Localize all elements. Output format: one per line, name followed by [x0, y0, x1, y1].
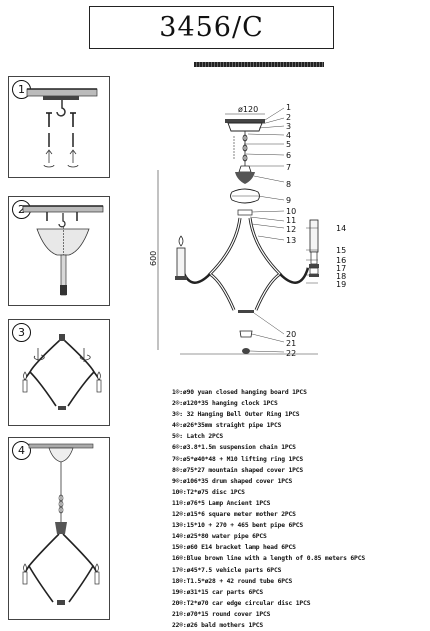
frame-arms [207, 217, 283, 311]
step-4-number: 4 [12, 441, 31, 460]
frame-bottom-cap [58, 406, 66, 410]
parts-list-item: 21®:ø70*15 round cover 1PCS [172, 610, 271, 618]
screw-icon [46, 112, 76, 127]
step-1-panel: 1 [8, 76, 110, 178]
hook-icon [58, 213, 66, 228]
header-divider [194, 62, 324, 67]
callout-14: 14 [336, 224, 346, 233]
chain-links [58, 494, 64, 514]
candle-right [309, 219, 319, 277]
ceiling-slab [22, 205, 104, 213]
parts-list-item: 10®:T2*ø75 disc 1PCS [172, 488, 245, 496]
parts-list-item: 16®:Blue brown line with a length of 0.8… [172, 555, 365, 563]
parts-list-item: 1®:ø90 yuan closed hanging board 1PCS [172, 389, 307, 396]
arrow-up-icon [43, 149, 79, 168]
parts-list-item: 4®:ø26*35mm straight pipe 1PCS [172, 422, 282, 430]
parts-list-item: 6®:ø3.8*1.5m suspension chain 1PCS [172, 444, 296, 452]
callout-17: 17 [336, 264, 346, 273]
ceiling-slab [26, 88, 98, 97]
step-2-panel: 2 [8, 196, 110, 306]
candle-icon [22, 371, 102, 393]
parts-list-item: 18®:T1.5*ø28 + 42 round tube 6PCS [172, 577, 293, 585]
frame-bottom-cap [57, 600, 65, 605]
parts-list-item: 14®:ø25*80 water pipe 6PCS [172, 533, 267, 541]
model-number: 3456/C [159, 12, 264, 43]
screw-icon [46, 212, 78, 221]
suspension-chain [242, 131, 248, 166]
parts-list-item: 9®:ø106*35 drum shaped cover 1PCS [172, 477, 293, 485]
step-3-illustration [22, 334, 102, 410]
height-dimension: 600 [149, 251, 158, 266]
anchor-icon [48, 133, 74, 147]
parts-list-item: 11®:ø76*5 Lamp Ancient 1PCS [172, 499, 271, 507]
step-3-number: 3 [12, 323, 31, 342]
parts-list-item: 15®:ø60 E14 bracket lamp head 6PCS [172, 544, 296, 552]
parts-list-item: 13®:15*10 + 270 + 465 bent pipe 6PCS [172, 522, 304, 530]
parts-list-item: 20®:T2*ø70 car edge circular disc 1PCS [172, 599, 311, 607]
parts-list-item: 8®:ø75*27 mountain shaped cover 1PCS [172, 466, 304, 474]
callout-16: 16 [336, 256, 346, 265]
step-4-panel: 4 [8, 437, 110, 620]
canopy-cup [227, 122, 263, 132]
parts-list-item: 5®: Latch 2PCS [172, 433, 223, 441]
candle-left [175, 235, 187, 280]
canopy-icon [48, 447, 74, 463]
callout-18: 18 [336, 272, 346, 281]
step-3-panel: 3 [8, 319, 110, 426]
callout-19: 19 [336, 280, 346, 289]
canopy-plate [225, 119, 265, 123]
parts-list-item: 3®: 32 Hanging Bell Outer Ring 1PCS [172, 411, 300, 419]
ceiling-slab [28, 443, 94, 449]
frame-icon [24, 533, 98, 603]
parts-list-item: 19®:ø31*15 car parts 6PCS [172, 588, 264, 596]
frame-top-cap [59, 334, 65, 341]
frame-icon [23, 339, 101, 407]
parts-list-item: 7®:ø5*ø40*48 + M10 lifting ring 1PCS [172, 455, 304, 463]
step-4-illustration [22, 443, 100, 605]
parts-list-item: 17®:ø45*7.5 vehicle parts 6PCS [172, 566, 282, 574]
hook-icon [56, 100, 66, 117]
parts-list-item: 12®:ø15*6 square meter mother 2PCS [172, 511, 296, 519]
finial [242, 348, 250, 354]
parts-list-item: 2®:ø120*35 hanging clock 1PCS [172, 400, 278, 408]
candle-icon [22, 563, 100, 585]
width-dimension: 600 [238, 359, 253, 360]
parts-list: 1®:ø90 yuan closed hanging board 1PCS 2®… [172, 387, 427, 631]
title-box: 3456/C [89, 6, 334, 49]
candle-arms [180, 267, 310, 284]
pipe-collar [60, 285, 67, 295]
canopy-icon [36, 228, 90, 256]
step-2-illustration [22, 205, 104, 296]
round-cover [239, 330, 253, 338]
step-1-illustration [26, 88, 98, 168]
rotate-arrow-icon [33, 348, 91, 362]
parts-list-item: 22®:ø26 bald mothers 1PCS [172, 621, 264, 629]
mounting-plate [43, 96, 79, 100]
callout-15: 15 [336, 246, 346, 255]
mountain-cover [235, 172, 255, 184]
chandelier-drawing: ø120 600 600 [149, 105, 319, 360]
canopy-dimension: ø120 [238, 105, 258, 114]
frame-top-cap [55, 522, 67, 534]
